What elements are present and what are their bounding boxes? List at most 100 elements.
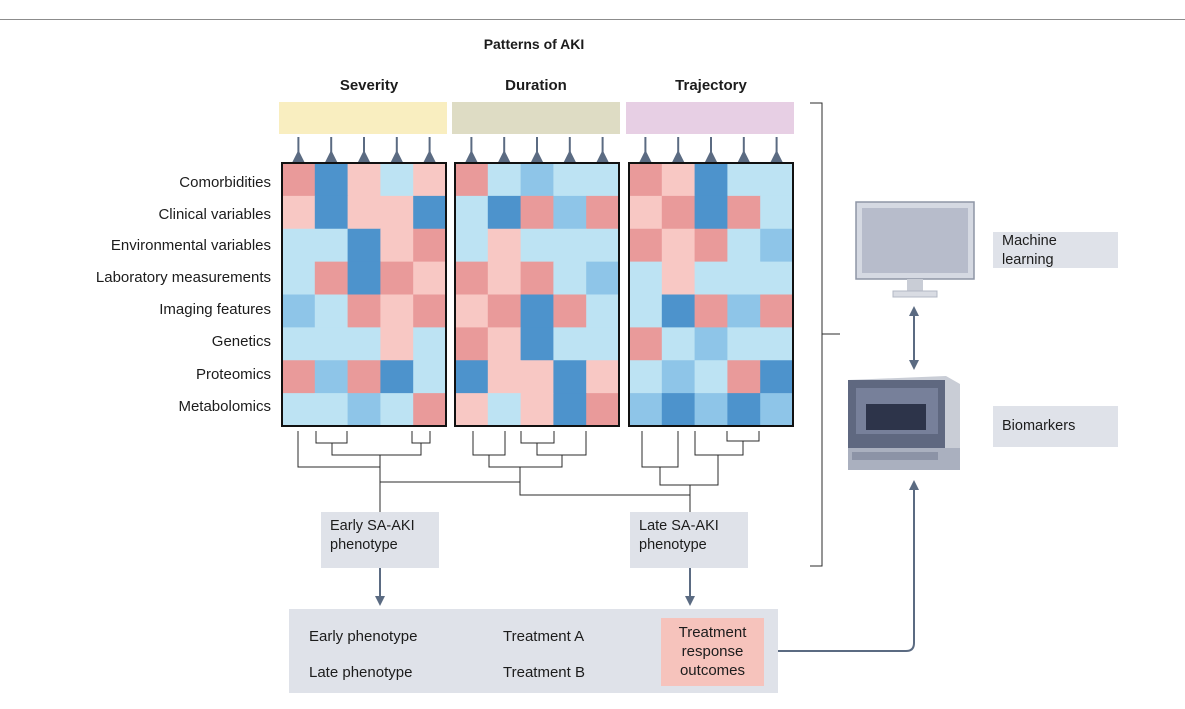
heatmap-cell-severity-r2-c1 [314, 228, 349, 263]
monitor-neck [907, 279, 923, 291]
late-phenotype-flow-label: Late phenotype [309, 664, 413, 681]
heatmap-cell-trajectory-r2-c2 [694, 228, 728, 263]
heatmap-cell-trajectory-r1-c3 [727, 195, 761, 230]
analyzer-window [866, 404, 926, 430]
treatment-a-label: Treatment A [503, 628, 585, 645]
tree-pair-trajectory-left [641, 431, 679, 468]
heatmap-cell-trajectory-r3-c3 [727, 261, 761, 296]
heatmap-cell-duration-r0-c4 [586, 163, 620, 197]
heatmap-cell-duration-r2-c4 [586, 228, 620, 263]
biomarkers-label: Biomarkers [993, 406, 1118, 447]
heatmap-cell-severity-r0-c2 [347, 163, 381, 197]
machine-learning-label: Machine learning [993, 232, 1118, 268]
heatmap-cell-duration-r1-c0 [455, 195, 489, 230]
figure-title: Patterns of AKI [483, 36, 585, 52]
row-label-comorbidities: Comorbidities [179, 174, 271, 191]
heatmap-cell-duration-r2-c1 [487, 228, 522, 263]
arrow-early-down-head [375, 596, 385, 606]
heatmap-cell-duration-r5-c1 [487, 327, 522, 361]
heatmap-cell-severity-r4-c2 [347, 294, 381, 328]
heatmap-cell-severity-r5-c1 [314, 327, 349, 361]
tree-pair-duration-left [472, 431, 506, 456]
heatmap-cell-trajectory-r1-c4 [760, 195, 794, 230]
monitor-screen [862, 208, 968, 273]
heatmap-cell-trajectory-r0-c1 [661, 163, 696, 197]
arrow-head-duration-0 [465, 150, 478, 162]
row-label-clinical-variables: Clinical variables [158, 206, 271, 223]
heatmap-cell-trajectory-r1-c1 [661, 195, 696, 230]
heatmap-cell-duration-r0-c3 [553, 163, 587, 197]
heatmap-cell-trajectory-r6-c0 [629, 360, 663, 394]
early-phenotype-flow-label: Early phenotype [309, 628, 418, 645]
heatmap-cell-trajectory-r1-c0 [629, 195, 663, 230]
heatmap-cell-trajectory-r6-c2 [694, 360, 728, 394]
monitor-base [892, 290, 938, 298]
row-label-genetics: Genetics [211, 333, 271, 350]
row-label-metabolomics: Metabolomics [178, 398, 271, 415]
heatmap-cell-severity-r6-c1 [314, 360, 349, 394]
top-rule [0, 19, 1185, 20]
heatmap-cell-severity-r1-c0 [282, 195, 316, 230]
heatmap-cell-duration-r3-c1 [487, 261, 522, 296]
row-label-imaging-features: Imaging features [159, 301, 271, 318]
heatmap-cell-duration-r2-c3 [553, 228, 587, 263]
heatmap-cell-duration-r5-c0 [455, 327, 489, 361]
arrow-head-severity-0 [292, 150, 305, 162]
grouping-bracket [810, 102, 823, 567]
heatmap-cell-duration-r6-c0 [455, 360, 489, 394]
heatmap-cell-duration-r4-c4 [586, 294, 620, 328]
arrow-head-trajectory-0 [639, 150, 652, 162]
arrow-head-duration-4 [596, 150, 609, 162]
arrow-head-severity-4 [423, 150, 436, 162]
heatmap-cell-severity-r7-c4 [413, 393, 447, 427]
heatmap-cell-severity-r7-c1 [314, 393, 349, 427]
heatmap-cell-duration-r7-c2 [520, 393, 554, 427]
tree-join-trajectory-outer [659, 455, 719, 486]
heatmap-cell-duration-r6-c4 [586, 360, 620, 394]
double-arrow-head-up [909, 306, 919, 316]
heatmap-cell-severity-r7-c2 [347, 393, 381, 427]
heatmap-cell-severity-r6-c3 [380, 360, 414, 394]
arrow-head-duration-3 [563, 150, 576, 162]
heatmap-cell-severity-r5-c2 [347, 327, 381, 361]
arrow-head-duration-2 [531, 150, 543, 162]
heatmap-cell-severity-r2-c0 [282, 228, 316, 263]
heatmap-cell-severity-r1-c3 [380, 195, 414, 230]
arrow-head-trajectory-4 [770, 150, 783, 162]
heatmap-cell-trajectory-r2-c0 [629, 228, 663, 263]
heatmap-cell-trajectory-r6-c3 [727, 360, 761, 394]
tree-join-severity-outer [297, 431, 381, 468]
heatmap-cell-duration-r3-c0 [455, 261, 489, 296]
heatmap-cell-trajectory-r5-c3 [727, 327, 761, 361]
analyzer-tray [852, 452, 938, 460]
heatmap-cell-duration-r4-c1 [487, 294, 522, 328]
heatmap-cell-trajectory-r4-c2 [694, 294, 728, 328]
arrow-outcome-to-biomarkers-head [909, 480, 919, 490]
arrow-late-down-head [685, 596, 695, 606]
heatmap-cell-severity-r1-c1 [314, 195, 349, 230]
heatmap-cell-trajectory-r3-c1 [661, 261, 696, 296]
heatmap-cell-severity-r3-c2 [347, 261, 381, 296]
arrow-head-severity-1 [325, 150, 338, 162]
heatmap-cell-trajectory-r0-c4 [760, 163, 794, 197]
heatmap-cell-trajectory-r5-c4 [760, 327, 794, 361]
heatmap-cell-duration-r0-c1 [487, 163, 522, 197]
heatmap-cell-trajectory-r7-c3 [727, 393, 761, 427]
heatmap-cell-duration-r6-c3 [553, 360, 587, 394]
heatmap-cell-trajectory-r7-c2 [694, 393, 728, 427]
heatmap-cell-duration-r7-c1 [487, 393, 522, 427]
row-label-environmental-variables: Environmental variables [110, 237, 271, 254]
heatmap-cell-duration-r0-c0 [455, 163, 489, 197]
heatmap-cell-trajectory-r7-c4 [760, 393, 794, 427]
arrow-head-trajectory-3 [737, 150, 750, 162]
heatmap-cell-severity-r3-c3 [380, 261, 414, 296]
heatmap-cell-severity-r2-c4 [413, 228, 447, 263]
heatmap-cell-duration-r4-c2 [520, 294, 554, 328]
heatmap-cell-severity-r3-c0 [282, 261, 316, 296]
heatmap-cell-trajectory-r1-c2 [694, 195, 728, 230]
heatmap-cell-trajectory-r7-c0 [629, 393, 663, 427]
heatmap-cell-trajectory-r6-c4 [760, 360, 794, 394]
heatmap-cell-trajectory-r0-c3 [727, 163, 761, 197]
heatmap-cell-trajectory-r0-c2 [694, 163, 728, 197]
